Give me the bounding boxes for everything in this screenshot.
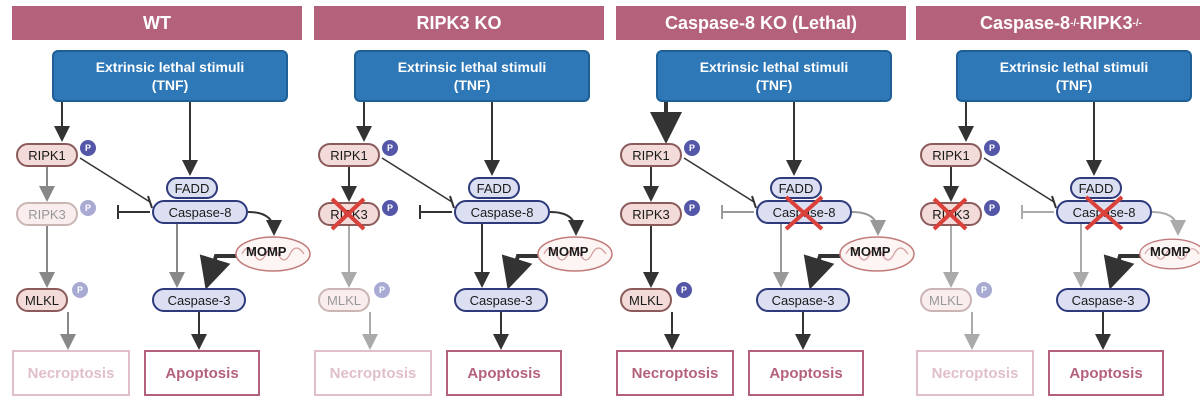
stimulus-box: Extrinsic lethal stimuli (TNF) [52, 50, 288, 102]
panel-title: RIPK3 KO [314, 6, 604, 40]
ripk1-node: RIPK1 [318, 143, 380, 167]
fadd-node: FADD [770, 177, 822, 199]
mlkl-node: MLKL [318, 288, 370, 312]
caspase3-node: Caspase-3 [756, 288, 850, 312]
knockout-x-icon [330, 197, 366, 231]
knockout-x-icon [1084, 195, 1124, 231]
caspase8-node: Caspase-8 [152, 200, 248, 224]
caspase8-node: Caspase-8 [454, 200, 550, 224]
phospho-badge: P [80, 200, 96, 216]
phospho-badge: P [684, 140, 700, 156]
stimulus-label: Extrinsic lethal stimuli [999, 59, 1149, 75]
necroptosis-box: Necroptosis [916, 350, 1034, 396]
momp-label: MOMP [850, 244, 891, 259]
phospho-badge: P [382, 200, 398, 216]
panel-title: WT [12, 6, 302, 40]
phospho-badge: P [374, 282, 390, 298]
mitochondrion-icon [839, 236, 915, 272]
panel-wt: WT Extrinsic lethal stimuli (TNF) RIPK1 … [12, 0, 311, 408]
phospho-badge: P [984, 140, 1000, 156]
stimulus-box: Extrinsic lethal stimuli (TNF) [656, 50, 892, 102]
ripk1-node: RIPK1 [16, 143, 78, 167]
pathway-arrows [341, 102, 584, 350]
fadd-node: FADD [468, 177, 520, 199]
stimulus-sublabel: (TNF) [755, 77, 793, 93]
ripk1-node: RIPK1 [620, 143, 682, 167]
fadd-node: FADD [1070, 177, 1122, 199]
panel-title: Caspase-8-/-RIPK3-/- [916, 6, 1200, 40]
stimulus-box: Extrinsic lethal stimuli (TNF) [354, 50, 590, 102]
necroptosis-box: Necroptosis [12, 350, 130, 396]
stimulus-sublabel: (TNF) [453, 77, 491, 93]
fadd-node: FADD [166, 177, 218, 199]
mitochondrion-icon [537, 236, 613, 272]
mlkl-node: MLKL [620, 288, 672, 312]
phospho-badge: P [676, 282, 692, 298]
stimulus-label: Extrinsic lethal stimuli [699, 59, 849, 75]
knockout-x-icon [784, 195, 824, 231]
phospho-badge: P [80, 140, 96, 156]
ripk1-node: RIPK1 [920, 143, 982, 167]
phospho-badge: P [72, 282, 88, 298]
ripk3-node: RIPK3 [620, 202, 682, 226]
caspase3-node: Caspase-3 [1056, 288, 1150, 312]
pathway-arrows [39, 102, 282, 350]
caspase3-node: Caspase-3 [454, 288, 548, 312]
apoptosis-box: Apoptosis [1048, 350, 1164, 396]
stimulus-box: Extrinsic lethal stimuli (TNF) [956, 50, 1192, 102]
phospho-badge: P [684, 200, 700, 216]
mitochondrion-icon [1139, 238, 1200, 270]
ripk3-node: RIPK3 [16, 202, 78, 226]
momp-label: MOMP [548, 244, 589, 259]
stimulus-sublabel: (TNF) [151, 77, 189, 93]
pathway-arrows [643, 102, 886, 350]
pathway-arrows [943, 102, 1186, 350]
necroptosis-box: Necroptosis [616, 350, 734, 396]
knockout-x-icon [932, 197, 968, 231]
apoptosis-box: Apoptosis [748, 350, 864, 396]
panel-double-ko: Caspase-8-/-RIPK3-/- Extrinsic lethal st… [916, 0, 1200, 408]
mlkl-node: MLKL [920, 288, 972, 312]
phospho-badge: P [984, 200, 1000, 216]
necroptosis-box: Necroptosis [314, 350, 432, 396]
momp-label: MOMP [1150, 244, 1191, 259]
stimulus-label: Extrinsic lethal stimuli [397, 59, 547, 75]
caspase3-node: Caspase-3 [152, 288, 246, 312]
phospho-badge: P [976, 282, 992, 298]
stimulus-sublabel: (TNF) [1055, 77, 1093, 93]
apoptosis-box: Apoptosis [144, 350, 260, 396]
mlkl-node: MLKL [16, 288, 68, 312]
panel-title: Caspase-8 KO (Lethal) [616, 6, 906, 40]
panel-caspase8-ko: Caspase-8 KO (Lethal) Extrinsic lethal s… [616, 0, 915, 408]
stimulus-label: Extrinsic lethal stimuli [95, 59, 245, 75]
phospho-badge: P [382, 140, 398, 156]
mitochondrion-icon [235, 236, 311, 272]
panel-ripk3-ko: RIPK3 KO Extrinsic lethal stimuli (TNF) … [314, 0, 613, 408]
apoptosis-box: Apoptosis [446, 350, 562, 396]
momp-label: MOMP [246, 244, 287, 259]
